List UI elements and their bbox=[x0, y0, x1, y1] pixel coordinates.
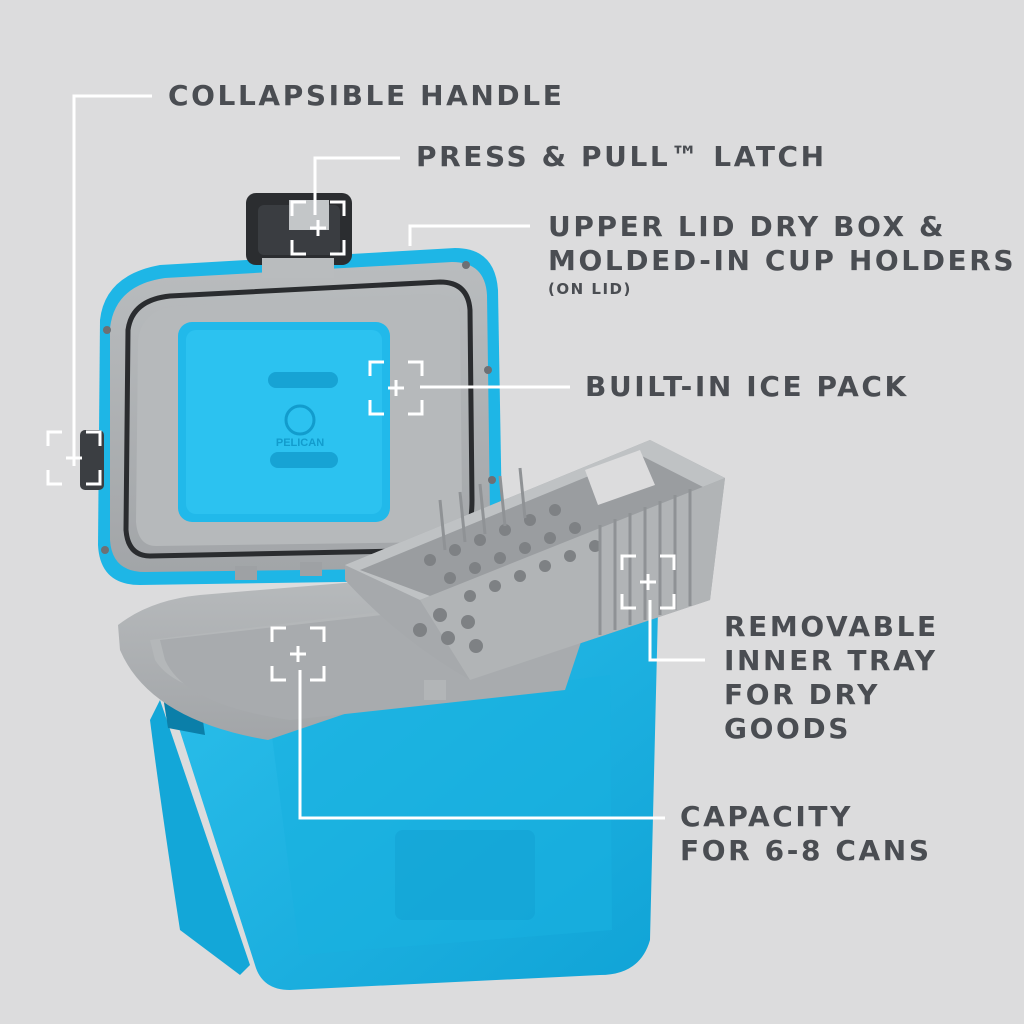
callout-text-capacity-line2: FOR 6-8 CANS bbox=[680, 834, 932, 867]
callout-text-ice-pack: BUILT-IN ICE PACK bbox=[585, 370, 909, 403]
focus-crosshair-icon bbox=[620, 554, 676, 610]
focus-crosshair-icon bbox=[46, 430, 102, 486]
callout-label-tray: REMOVABLE INNER TRAY FOR DRY GOODS bbox=[724, 610, 939, 746]
callout-text-dry-box-line1: UPPER LID DRY BOX & bbox=[548, 210, 947, 243]
callout-text-handle: COLLAPSIBLE HANDLE bbox=[168, 79, 565, 112]
side-handle bbox=[80, 430, 104, 490]
tray-holes bbox=[413, 504, 601, 653]
callout-label-handle: COLLAPSIBLE HANDLE bbox=[168, 79, 564, 113]
brand-mark: PELICAN bbox=[276, 437, 324, 449]
callout-label-latch: PRESS & PULL™ LATCH bbox=[416, 140, 827, 174]
focus-crosshair-icon bbox=[270, 626, 326, 682]
callout-text-latch: PRESS & PULL™ LATCH bbox=[416, 140, 827, 173]
inner-tray bbox=[345, 440, 725, 680]
callout-line-latch bbox=[313, 156, 400, 215]
focus-crosshair-icon bbox=[290, 200, 346, 256]
callout-line-handle bbox=[72, 94, 152, 458]
callout-text-tray-line1: REMOVABLE bbox=[724, 610, 939, 643]
callout-text-dry-box-line2: MOLDED-IN CUP HOLDERS bbox=[548, 244, 1017, 277]
focus-crosshair-icon bbox=[368, 360, 424, 416]
callout-label-ice-pack: BUILT-IN ICE PACK bbox=[585, 370, 909, 404]
callout-text-tray-line3: FOR DRY bbox=[724, 678, 880, 711]
callout-line-tray bbox=[648, 600, 705, 662]
focus-crosshairs bbox=[46, 200, 676, 682]
callout-text-capacity-line1: CAPACITY bbox=[680, 800, 853, 833]
callout-text-tray-line2: INNER TRAY bbox=[724, 644, 938, 677]
latch bbox=[246, 193, 352, 278]
ice-pack: PELICAN bbox=[178, 322, 390, 522]
callout-label-capacity: CAPACITY FOR 6-8 CANS bbox=[680, 800, 932, 868]
tray-slats bbox=[438, 467, 692, 635]
callout-lines bbox=[72, 94, 705, 820]
callout-text-tray-line4: GOODS bbox=[724, 712, 851, 745]
callout-note-dry-box: (ON LID) bbox=[548, 280, 632, 298]
callout-label-dry-box: UPPER LID DRY BOX & MOLDED-IN CUP HOLDER… bbox=[548, 210, 1016, 300]
callout-line-capacity bbox=[298, 670, 665, 820]
callout-line-dry-box bbox=[408, 224, 530, 246]
